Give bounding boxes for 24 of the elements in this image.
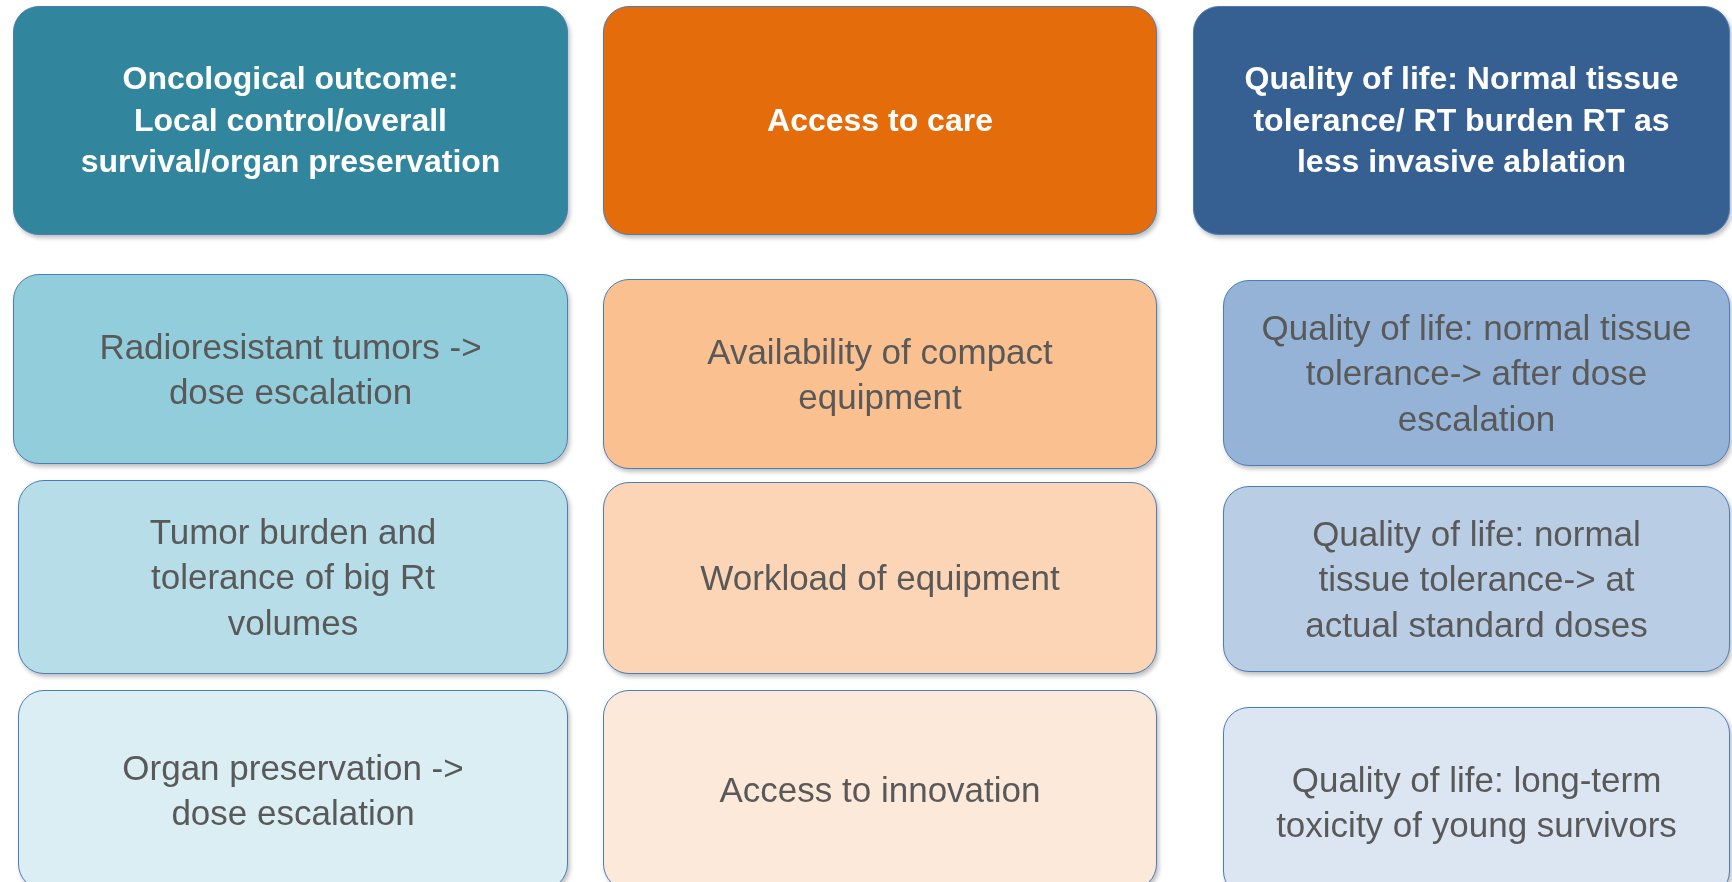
item-text: Access to innovation: [719, 769, 1041, 812]
category-box: [18, 690, 568, 882]
header-box: [1193, 6, 1730, 235]
item-text: Tumor burden and tolerance of big Rt volumes: [148, 510, 438, 644]
item-text: Quality of life: long-term toxicity of young survivors: [1275, 758, 1678, 846]
category-box: [603, 690, 1157, 882]
category-box: [18, 480, 568, 674]
header-text: Quality of life: Normal tissue tolerance/ RT burden RT as less invasive ablation: [1243, 59, 1680, 182]
header-box: [13, 6, 568, 235]
item-text: Workload of equipment: [700, 557, 1060, 600]
category-box: [1223, 280, 1730, 466]
item-text: Organ preservation -> dose escalation: [121, 746, 465, 834]
header-text: Access to care: [767, 100, 993, 140]
header-text: Oncological outcome: Local control/overall survival/organ preservation: [80, 59, 501, 182]
category-box: [13, 274, 568, 464]
category-box: [1223, 486, 1730, 672]
item-text: Radioresistant tumors -> dose escalation: [98, 325, 483, 413]
item-text: Availability of compact equipment: [706, 330, 1054, 418]
category-box: [1223, 707, 1730, 882]
category-box: [603, 482, 1157, 674]
category-box: [603, 279, 1157, 469]
header-box: [603, 6, 1157, 235]
item-text: Quality of life: normal tissue tolerance-> after dose escalation: [1260, 306, 1693, 440]
item-text: Quality of life: normal tissue tolerance-> at actual standard doses: [1304, 512, 1649, 646]
